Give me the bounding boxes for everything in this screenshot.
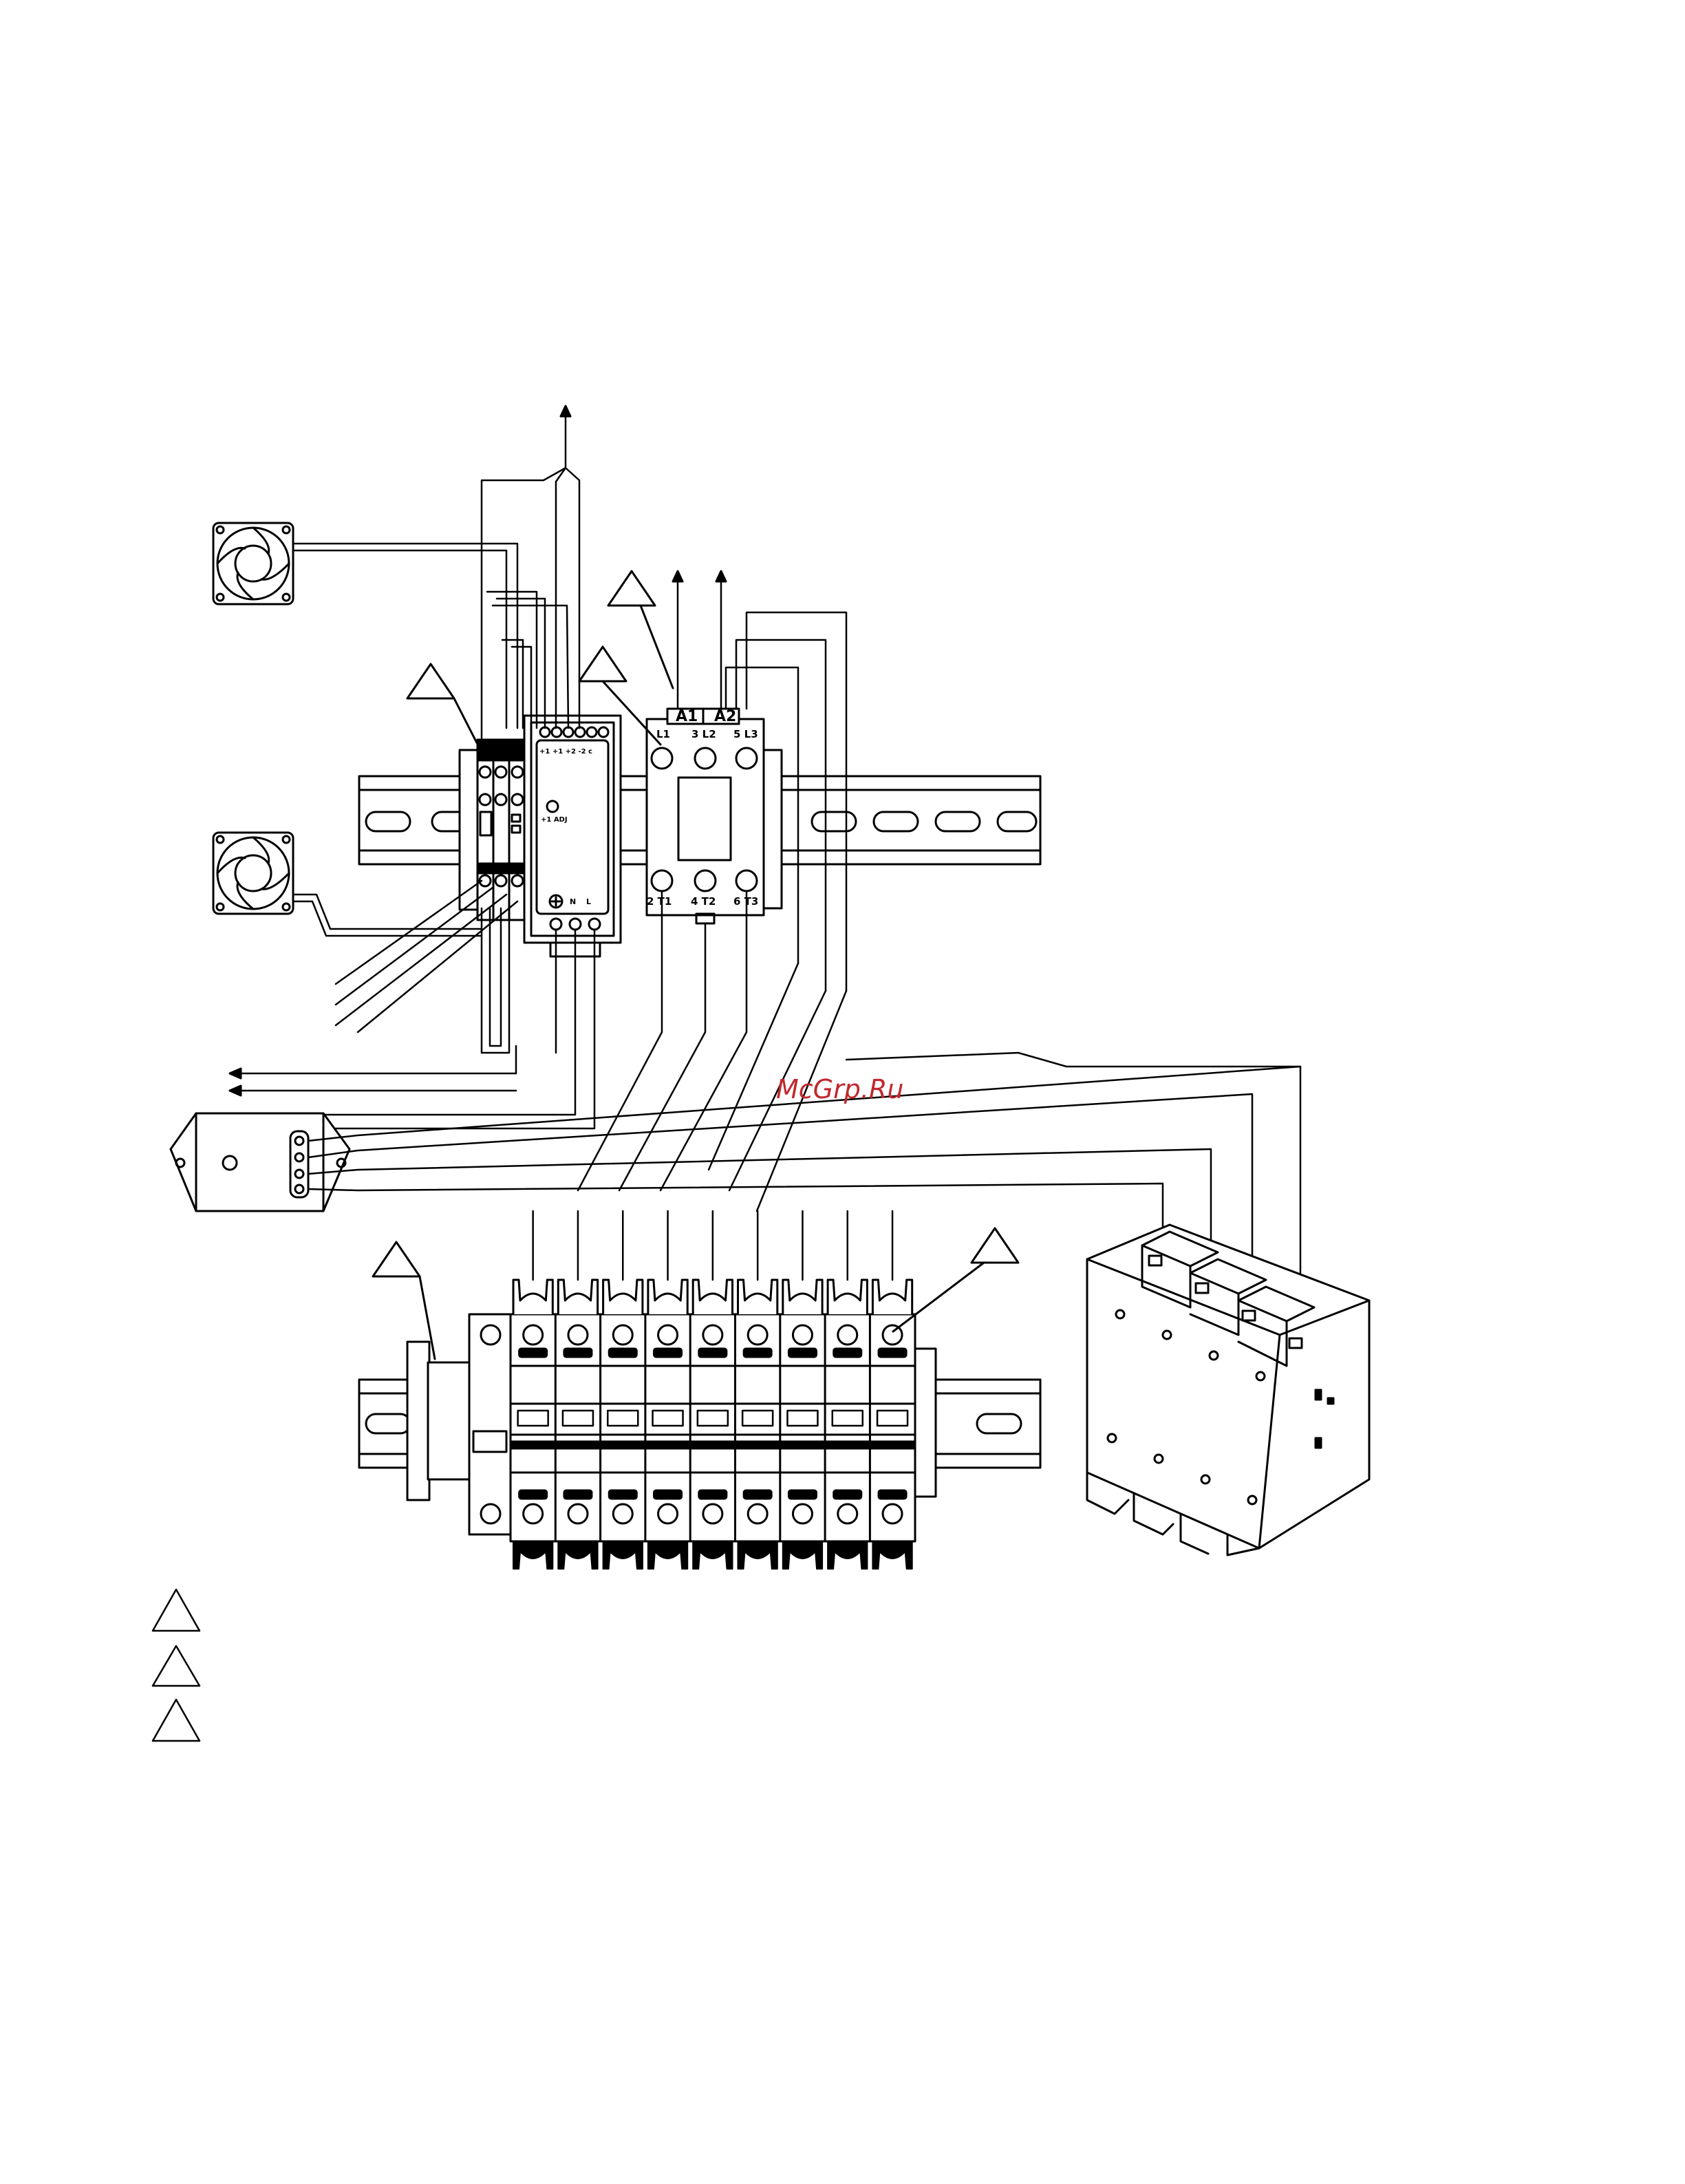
controller-n-label: N [570,897,576,906]
arrow-left-icon [230,1086,241,1095]
warning-triangles [373,571,1018,1359]
line-terminal-1-label: L1 [656,728,670,740]
watermark: McGrp.Ru [776,1074,903,1104]
arrow-up-icon [673,571,683,581]
controller-adj-label: +1 ADJ [541,816,568,824]
coil-a2-label: A2 [714,708,736,725]
coil-a1-label: A1 [676,708,698,725]
arrow-up-icon [561,406,570,416]
controller-l-label: L [586,897,591,906]
load-terminal-1-label: 2 T1 [647,895,672,908]
legend-triangles [153,1589,200,1741]
controller-terminal-row: +1 +1 +2 -2 c [539,748,592,756]
contactor [647,709,782,923]
load-terminal-3-label: 6 T3 [733,895,758,908]
line-terminal-2-label: 3 L2 [691,728,716,740]
fan-top [213,523,293,604]
circuit-breaker [1087,1225,1369,1555]
line-terminal-3-label: 5 L3 [733,728,758,740]
arrow-left-icon [230,1069,241,1078]
line-filter [171,1113,350,1211]
load-terminal-2-label: 4 T2 [691,895,716,908]
small-terminal-block [460,740,526,920]
arrow-up-icon [716,571,726,581]
fan-bottom [213,833,293,914]
